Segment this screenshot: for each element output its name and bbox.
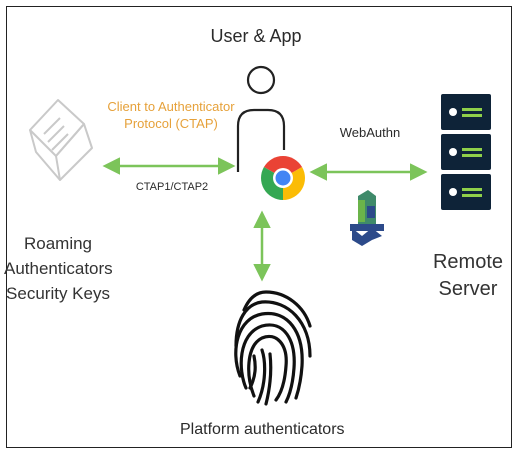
roaming-authenticators-label: Roaming Authenticators Security Keys	[4, 231, 113, 306]
webauthn-badge-icon	[350, 190, 384, 246]
user-app-label: User & App	[210, 26, 302, 46]
roaming-line2: Authenticators	[4, 259, 113, 278]
ctap-versions-label: CTAP1/CTAP2	[135, 181, 209, 193]
server-rack-icon	[441, 94, 491, 210]
remote-line1: Remote	[432, 251, 504, 273]
roaming-line3: Security Keys	[6, 284, 110, 303]
user-outline-icon	[236, 65, 286, 172]
ctap-label: Client to Authenticator Protocol (CTAP)	[106, 98, 236, 132]
ctap-label-line2: Protocol (CTAP)	[124, 116, 218, 131]
roaming-line1: Roaming	[23, 234, 93, 253]
webauthn-label: WebAuthn	[339, 125, 401, 140]
fingerprint-icon	[234, 290, 312, 406]
security-key-icon	[29, 99, 93, 181]
remote-line2: Server	[438, 278, 498, 300]
ctap-label-line1: Client to Authenticator	[107, 99, 235, 114]
remote-server-label: Remote Server	[428, 249, 508, 303]
chrome-icon	[261, 156, 305, 200]
platform-authenticators-label: Platform authenticators	[180, 421, 345, 438]
